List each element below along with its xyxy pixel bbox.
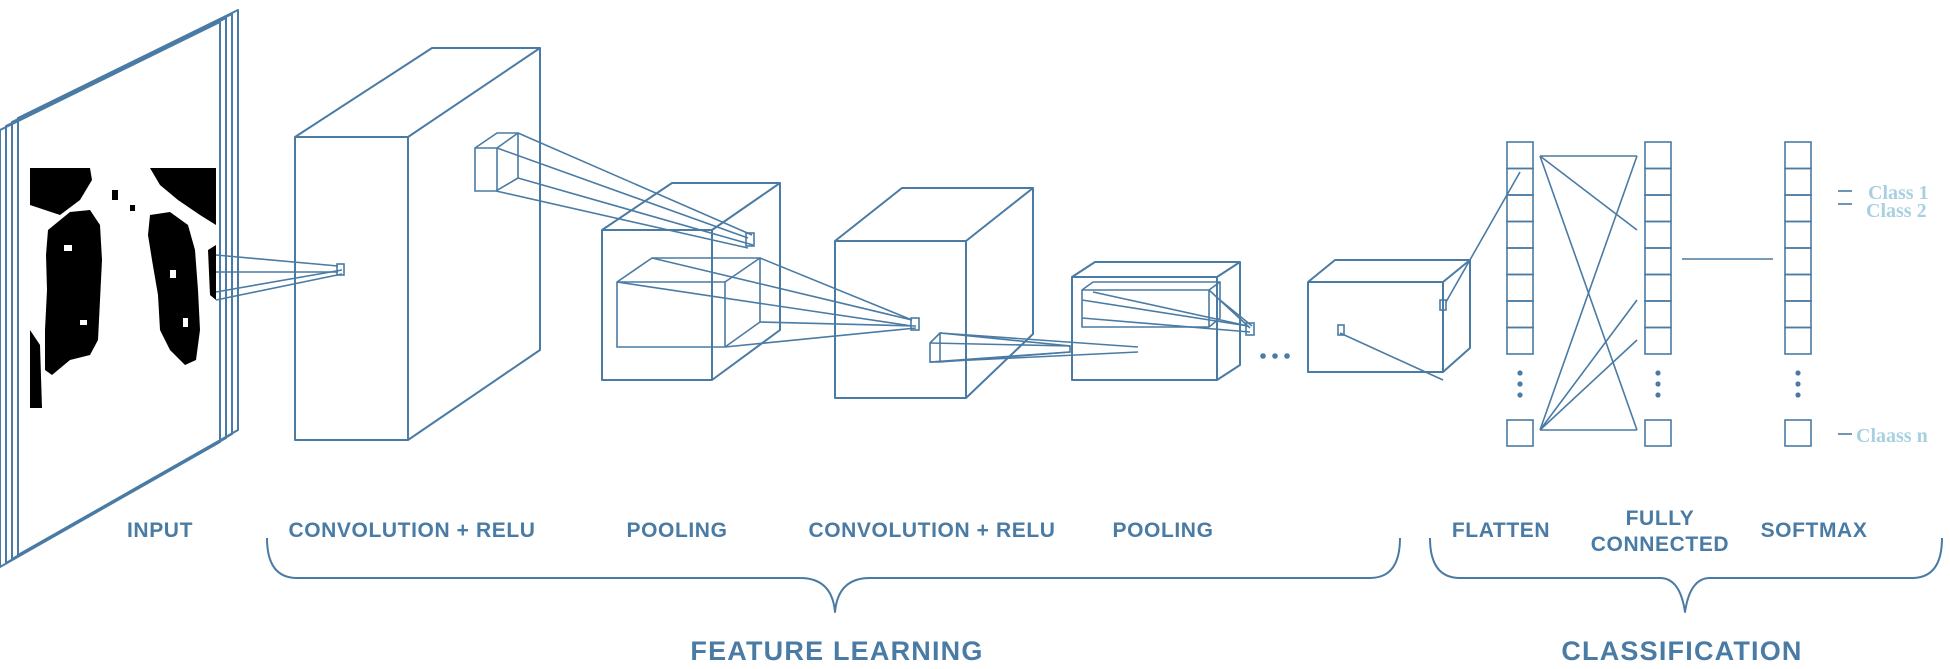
softmax-column [1784,141,1812,447]
fc-cell [1644,300,1672,329]
input-to-conv1-lines [215,254,343,301]
softmax-ellipsis-dot [1795,392,1801,398]
conv2-volume [834,187,1071,399]
chest-xray-image [30,168,216,408]
flatten-cell [1506,326,1534,355]
fc-ellipsis-dot [1655,392,1661,398]
class-1-label: Class 1 [1868,182,1929,204]
softmax-ellipsis-dot [1795,370,1801,376]
class-2-label: Class 2 [1866,200,1927,222]
input-image-stack [0,9,239,568]
fc-ellipsis-dot [1655,381,1661,387]
stage-label-fc-line2: CONNECTED [1591,533,1729,556]
flatten-to-fc-connections [1539,155,1638,431]
softmax-cell [1784,194,1812,223]
conv1-volume [294,47,541,441]
fully-connected-column [1644,141,1672,447]
stage-label-pool1: POOLING [626,519,727,542]
feature-learning-brace [266,537,1401,613]
stage-label-input: INPUT [127,519,193,542]
class-tick-marks [1838,190,1852,435]
conv1-kernel-box [474,132,519,192]
fc-cell [1644,141,1672,170]
fc-cell [1644,273,1672,302]
fc-cell [1644,194,1672,223]
stage-label-conv1: CONVOLUTION + RELU [288,519,535,542]
pool2-volume [1071,261,1255,381]
softmax-cell [1784,300,1812,329]
stage-label-conv2: CONVOLUTION + RELU [808,519,1055,542]
fc-cell [1644,326,1672,355]
pool1-to-conv2-lines [616,257,917,348]
softmax-cell [1784,220,1812,249]
softmax-cell [1784,273,1812,302]
flatten-last-cell [1506,419,1534,447]
softmax-cell [1784,247,1812,276]
flatten-ellipsis-dot [1517,381,1523,387]
class-n-label: Claass n [1856,425,1928,447]
softmax-cell [1784,141,1812,170]
feature-learning-label: FEATURE LEARNING [690,636,983,666]
pool1-volume [601,182,781,381]
flatten-cell [1506,141,1534,170]
stage-label-pool2: POOLING [1112,519,1213,542]
flatten-cell [1506,220,1534,249]
softmax-cell [1784,167,1812,196]
final-feature-volume [1307,259,1471,381]
fc-ellipsis-dot [1655,370,1661,376]
to-flatten-line [1445,171,1521,303]
fc-cell [1644,167,1672,196]
flatten-cell [1506,300,1534,329]
stage-label-fc-line1: FULLY [1626,507,1695,530]
fc-cell [1644,220,1672,249]
fc-last-cell [1644,419,1672,447]
flatten-cell [1506,247,1534,276]
flatten-ellipsis-dot [1517,392,1523,398]
conv1-to-pool1-lines [495,132,754,249]
classification-brace [1429,537,1943,613]
flatten-column [1506,141,1534,447]
flatten-ellipsis-dot [1517,370,1523,376]
conv2-to-pool2-lines [929,332,1139,363]
fc-cell [1644,247,1672,276]
flatten-cell [1506,273,1534,302]
classification-label: CLASSIFICATION [1561,636,1802,666]
stage-label-softmax: SOFTMAX [1761,519,1868,542]
softmax-last-cell [1784,419,1812,447]
softmax-ellipsis-dot [1795,381,1801,387]
softmax-cell [1784,326,1812,355]
stage-label-flatten: FLATTEN [1452,519,1550,542]
flatten-cell [1506,194,1534,223]
ellipsis-dots [1260,353,1290,359]
